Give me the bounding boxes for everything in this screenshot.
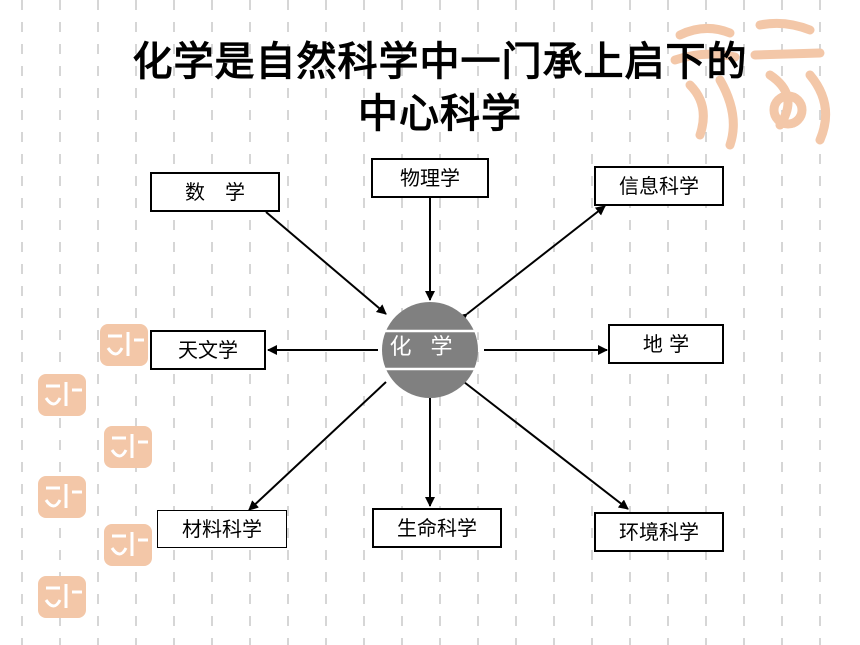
title-line-2: 中心科学 [358, 91, 522, 137]
center-node [380, 302, 480, 398]
seal-stamp-small-6 [38, 576, 86, 618]
arrow-math-to-center [265, 211, 387, 315]
title-line-1: 化学是自然科学中一门承上启下的 [132, 39, 748, 85]
seal-stamp-small-5 [104, 524, 152, 566]
page-title: 化学是自然科学中一门承上启下的 中心科学 [60, 36, 820, 140]
node-info-science: 信息科学 [594, 166, 724, 206]
arrow-center-to-materials [248, 381, 387, 511]
node-materials-science: 材料科学 [157, 510, 287, 548]
arrow-center-to-environment [463, 381, 629, 510]
arrow-center-info [456, 205, 606, 324]
seal-stamp-small-2 [38, 374, 86, 416]
node-math: 数 学 [150, 172, 280, 212]
seal-stamp-small-4 [38, 476, 86, 518]
seal-stamp-small-1 [100, 324, 148, 366]
node-geoscience: 地 学 [608, 324, 724, 364]
node-life-science: 生命科学 [372, 508, 502, 548]
seal-stamp-large [670, 18, 831, 150]
seal-stamp-small-3 [104, 426, 152, 468]
node-physics: 物理学 [371, 158, 489, 198]
center-label: 化 学 [389, 335, 459, 360]
node-environment-science: 环境科学 [594, 512, 724, 552]
node-astronomy: 天文学 [150, 330, 266, 370]
